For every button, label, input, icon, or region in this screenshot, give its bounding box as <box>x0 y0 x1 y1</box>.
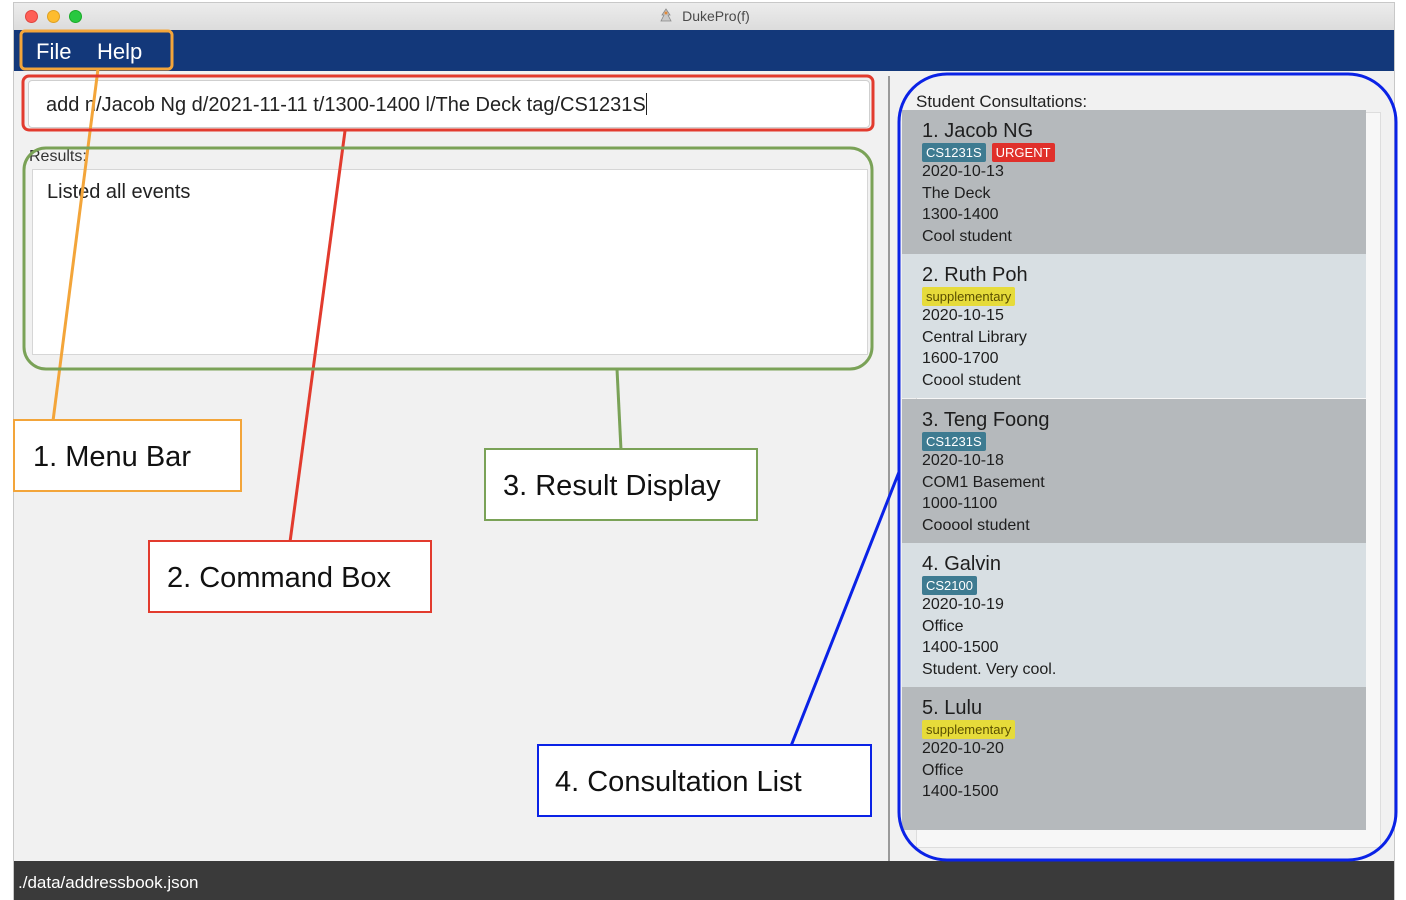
maximize-window-button[interactable] <box>69 10 82 23</box>
consultation-location: The Deck <box>922 185 991 202</box>
consultation-location: Office <box>922 762 964 779</box>
results-label: Results: <box>29 148 87 165</box>
close-window-button[interactable] <box>25 10 38 23</box>
card-title: 5. Lulu <box>922 697 982 720</box>
supplementary-tag: supplementary <box>922 287 1016 306</box>
result-display-highlight <box>22 146 874 371</box>
app-icon <box>660 8 672 22</box>
card-title: 3. Teng Foong <box>922 409 1050 432</box>
consultation-list-annotation-text: 4. Consultation List <box>555 766 802 798</box>
module-tag: CS1231S <box>922 143 986 162</box>
window-title: DukePro(f) <box>14 8 1394 24</box>
consultation-card[interactable]: 1. Jacob NG CS1231S URGENT 2020-10-13 The… <box>902 110 1366 254</box>
data-file-path: ./data/addressbook.json <box>18 873 199 892</box>
urgent-tag: URGENT <box>991 143 1055 162</box>
result-display-annotation-text: 3. Result Display <box>503 470 721 502</box>
consultation-time: 1400-1500 <box>922 783 999 800</box>
card-index: 2. <box>922 264 939 286</box>
menu-bar-annotation: 1. Menu Bar <box>13 419 242 492</box>
command-box-annotation: 2. Command Box <box>148 540 432 613</box>
panel-divider[interactable] <box>888 76 890 862</box>
tag-list: CS1231S URGENT <box>922 143 1061 162</box>
consultation-note: Coool student <box>922 372 1021 389</box>
student-name: Lulu <box>944 697 983 719</box>
card-index: 1. <box>922 120 939 142</box>
command-box-highlight <box>21 74 875 132</box>
menu-bar: File Help <box>14 30 1394 71</box>
menu-bar-highlight <box>19 29 174 71</box>
menu-help[interactable]: Help <box>97 39 143 64</box>
consultation-card[interactable]: 3. Teng Foong CS1231S 2020-10-18 COM1 Ba… <box>902 399 1366 543</box>
result-display-annotation: 3. Result Display <box>484 448 758 521</box>
menu-file[interactable]: File <box>36 39 72 64</box>
card-index: 4. <box>922 553 939 575</box>
module-tag: CS2100 <box>922 576 977 595</box>
consultation-time: 1300-1400 <box>922 206 999 223</box>
consultation-card[interactable]: 2. Ruth Poh supplementary 2020-10-15 Cen… <box>902 254 1366 398</box>
tag-list: CS1231S <box>922 432 992 451</box>
consultation-note: Cooool student <box>922 517 1030 534</box>
consultation-list-highlight <box>897 72 1398 862</box>
window-title-text: DukePro(f) <box>682 8 750 24</box>
module-tag: CS1231S <box>922 432 986 451</box>
consultation-date: 2020-10-15 <box>922 307 1004 324</box>
result-display[interactable]: Listed all events <box>32 169 868 355</box>
consultation-note: Cool student <box>922 228 1012 245</box>
command-input-value: add n/Jacob Ng d/2021-11-11 t/1300-1400 … <box>46 94 646 116</box>
command-input[interactable]: add n/Jacob Ng d/2021-11-11 t/1300-1400 … <box>46 93 647 117</box>
card-title: 2. Ruth Poh <box>922 264 1028 287</box>
consultation-list-connector <box>789 471 901 747</box>
consultation-location: COM1 Basement <box>922 474 1045 491</box>
text-caret <box>645 93 647 115</box>
consultation-location: Office <box>922 618 964 635</box>
supplementary-tag: supplementary <box>922 720 1016 739</box>
student-name: Ruth Poh <box>944 264 1028 286</box>
card-index: 5. <box>922 697 939 719</box>
consultation-date: 2020-10-19 <box>922 596 1004 613</box>
consultation-location: Central Library <box>922 329 1027 346</box>
student-name: Teng Foong <box>943 409 1050 431</box>
consultation-time: 1400-1500 <box>922 639 999 656</box>
command-box-connector <box>288 130 347 543</box>
menu-bar-connector <box>51 68 100 422</box>
consultation-time: 1000-1100 <box>922 495 998 512</box>
card-title: 4. Galvin <box>922 553 1001 576</box>
consultation-list-label: Student Consultations: <box>916 92 1088 111</box>
consultation-time: 1600-1700 <box>922 350 999 367</box>
tag-list: supplementary <box>922 720 1021 739</box>
result-display-connector <box>615 368 623 451</box>
consultation-date: 2020-10-20 <box>922 740 1004 757</box>
student-name: Galvin <box>944 553 1001 575</box>
command-box[interactable]: add n/Jacob Ng d/2021-11-11 t/1300-1400 … <box>28 80 870 128</box>
card-title: 1. Jacob NG <box>922 120 1033 143</box>
tag-list: supplementary <box>922 287 1021 306</box>
consultation-card[interactable]: 5. Lulu supplementary 2020-10-20 Office … <box>902 687 1366 830</box>
student-name: Jacob NG <box>944 120 1034 142</box>
minimize-window-button[interactable] <box>47 10 60 23</box>
consultation-list-annotation: 4. Consultation List <box>537 744 872 817</box>
consultation-card[interactable]: 4. Galvin CS2100 2020-10-19 Office 1400-… <box>902 543 1366 687</box>
menu-bar-annotation-text: 1. Menu Bar <box>33 441 191 473</box>
status-bar: ./data/addressbook.json <box>14 861 1394 900</box>
consultation-note: Student. Very cool. <box>922 661 1057 678</box>
consultation-date: 2020-10-18 <box>922 452 1004 469</box>
tag-list: CS2100 <box>922 576 983 595</box>
command-box-annotation-text: 2. Command Box <box>167 562 392 594</box>
consultation-date: 2020-10-13 <box>922 163 1004 180</box>
card-index: 3. <box>922 409 939 431</box>
